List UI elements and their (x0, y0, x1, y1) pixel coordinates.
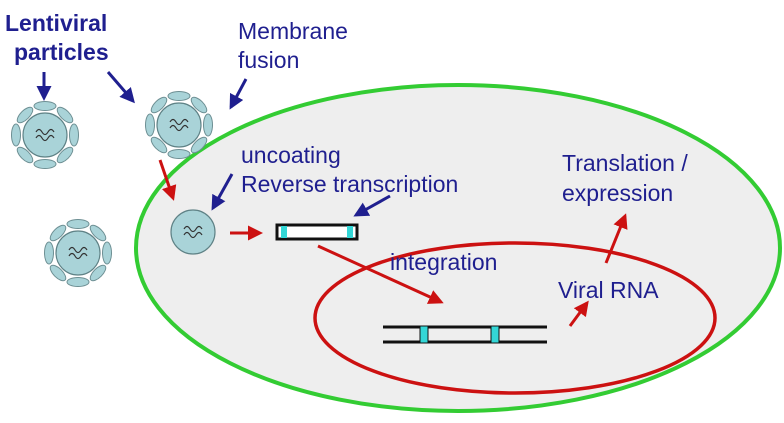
arrow-to-translation (604, 213, 628, 264)
lentiviral-particle-icon (43, 218, 113, 288)
label-particles: particles (14, 39, 109, 65)
lentiviral-particle-icon (144, 90, 214, 160)
label-integration: integration (390, 249, 497, 275)
label-viral-rna: Viral RNA (558, 277, 659, 303)
label-reverse-transcription: Reverse transcription (241, 171, 458, 197)
integrated-provirus-icon (383, 325, 547, 344)
label-lentiviral: Lentiviral (5, 10, 107, 36)
arrow-uncoating (211, 173, 234, 211)
arrow-to-viral-rna (568, 300, 589, 327)
arrow-reverse-transcription (353, 194, 391, 217)
dna-strand-icon (275, 223, 359, 241)
nucleus (313, 241, 717, 395)
uncoated-capsid-icon (170, 209, 216, 255)
arrow-integration (317, 244, 444, 304)
arrow-membrane-fusion (229, 78, 248, 110)
label-membrane: Membrane (238, 18, 348, 44)
arrow-fusion-to-uncoating (158, 159, 177, 201)
label-uncoating: uncoating (241, 142, 341, 168)
label-expression: expression (562, 180, 673, 206)
arrow-particles-to-fusing-virus (106, 71, 135, 104)
label-translation: Translation / (562, 150, 688, 176)
label-fusion: fusion (238, 47, 299, 73)
lentiviral-particle-icon (10, 100, 80, 170)
